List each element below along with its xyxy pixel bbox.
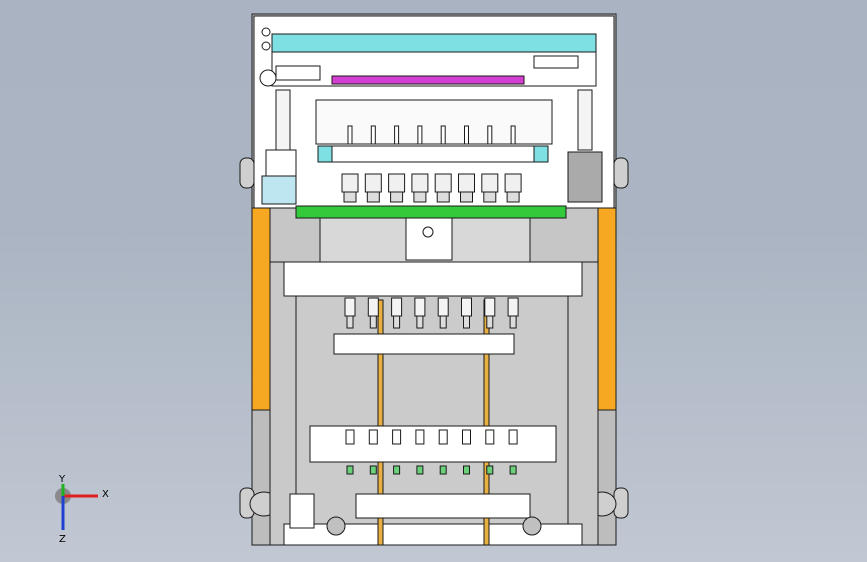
upper-nozzle-collar: [343, 191, 357, 203]
left-bottom-block: [289, 493, 315, 529]
lower-nozzle: [345, 429, 355, 445]
middle-nozzle: [414, 297, 426, 317]
left-orange-panel: [251, 207, 271, 411]
top-screw-2: [261, 41, 271, 51]
middle-nozzle-tip: [346, 315, 354, 329]
lower-nozzle-seal: [486, 465, 494, 475]
upper-nozzle-tip: [440, 125, 446, 145]
lower-nozzle-row: [345, 429, 518, 475]
cyan-slider-right-end: [533, 145, 549, 163]
left-motor-box: [265, 149, 297, 177]
wheel-top-right: [613, 157, 629, 189]
upper-nozzle-tip: [464, 125, 469, 145]
gold-rod-left: [377, 299, 384, 546]
z-axis-label: Z: [59, 534, 66, 545]
lower-nozzle-seal: [393, 465, 401, 475]
upper-nozzle-tip: [417, 125, 423, 145]
upper-nozzle-collar: [390, 191, 404, 203]
top-screw-1: [261, 27, 271, 37]
lower-nozzle: [485, 429, 495, 445]
center-pivot: [422, 226, 434, 238]
upper-nozzle-tip: [394, 125, 400, 145]
upper-nozzle-body: [411, 173, 429, 193]
lower-nozzle-seal: [439, 465, 447, 475]
lower-nozzle-seal: [509, 465, 517, 475]
upper-nozzle-body: [364, 173, 382, 193]
upper-nozzle-tip: [347, 125, 353, 145]
lower-frame: [269, 261, 599, 546]
left-post: [275, 89, 291, 151]
upper-nozzle-collar: [413, 191, 427, 203]
middle-nozzle-tip: [416, 315, 424, 329]
center-mount-assembly: [319, 217, 531, 265]
left-cylinder: [275, 65, 321, 81]
bottom-hole-right: [522, 516, 542, 536]
lower-nozzle: [415, 429, 425, 445]
middle-nozzle-tip: [439, 315, 447, 329]
y-axis-label: Y: [58, 474, 66, 485]
x-axis-label: X: [102, 489, 109, 500]
right-orange-panel: [597, 207, 617, 411]
upper-nozzle-tip: [370, 125, 376, 145]
upper-nozzle-body: [504, 173, 522, 193]
lower-top-plate: [283, 261, 583, 297]
middle-nozzle-tip: [463, 315, 470, 329]
middle-nozzle: [391, 297, 403, 317]
green-plate: [295, 205, 567, 219]
middle-nozzle: [484, 297, 496, 317]
upper-nozzle-body: [388, 173, 406, 193]
right-post: [577, 89, 593, 151]
cyan-slider-bar: [317, 145, 547, 163]
middle-nozzle-tip: [486, 315, 494, 329]
wheel-top-left: [239, 157, 255, 189]
mid-crossbar: [333, 333, 515, 355]
middle-nozzle-row: [344, 297, 519, 329]
middle-nozzle: [344, 297, 356, 317]
middle-nozzle-tip: [369, 315, 377, 329]
lower-nozzle-seal: [416, 465, 424, 475]
center-pivot-block: [405, 217, 453, 261]
middle-nozzle-tip: [509, 315, 517, 329]
upper-nozzle-collar: [483, 191, 497, 203]
lower-nozzle: [438, 429, 448, 445]
upper-nozzle-collar: [506, 191, 520, 203]
upper-nozzle-collar: [460, 191, 473, 203]
coordinate-triad: X Y Z: [55, 474, 109, 545]
cylinder-end: [259, 69, 277, 87]
bottom-hole-left: [326, 516, 346, 536]
middle-nozzle: [461, 297, 472, 317]
middle-nozzle: [507, 297, 519, 317]
upper-nozzle-collar: [436, 191, 450, 203]
top-rail-assembly: [259, 27, 603, 219]
middle-nozzle: [437, 297, 449, 317]
cyan-rail: [271, 33, 597, 53]
upper-nozzle-tip: [487, 125, 493, 145]
lower-nozzle: [392, 429, 402, 445]
cyan-slider-left-end: [317, 145, 333, 163]
lower-nozzle-seal: [346, 465, 354, 475]
magenta-scale: [331, 75, 525, 85]
upper-nozzle-body: [481, 173, 499, 193]
upper-nozzle-row: [341, 125, 522, 203]
upper-nozzle-collar: [366, 191, 380, 203]
middle-nozzle-tip: [393, 315, 401, 329]
lower-nozzle: [462, 429, 471, 445]
bottom-base-plate: [283, 523, 583, 546]
upper-nozzle-body: [434, 173, 452, 193]
lower-nozzle-seal: [463, 465, 470, 475]
right-cylinder: [533, 55, 579, 69]
left-cyan-block: [261, 175, 297, 205]
upper-nozzle-body: [458, 173, 475, 193]
right-cylinder-block: [567, 151, 603, 203]
bottom-clamp-bar: [355, 493, 531, 519]
upper-nozzle-body: [341, 173, 359, 193]
inner-window: [295, 295, 569, 525]
lower-nozzle: [508, 429, 518, 445]
middle-nozzle: [367, 297, 379, 317]
lower-nozzle: [368, 429, 378, 445]
upper-nozzle-tip: [510, 125, 516, 145]
lower-nozzle-seal: [369, 465, 377, 475]
